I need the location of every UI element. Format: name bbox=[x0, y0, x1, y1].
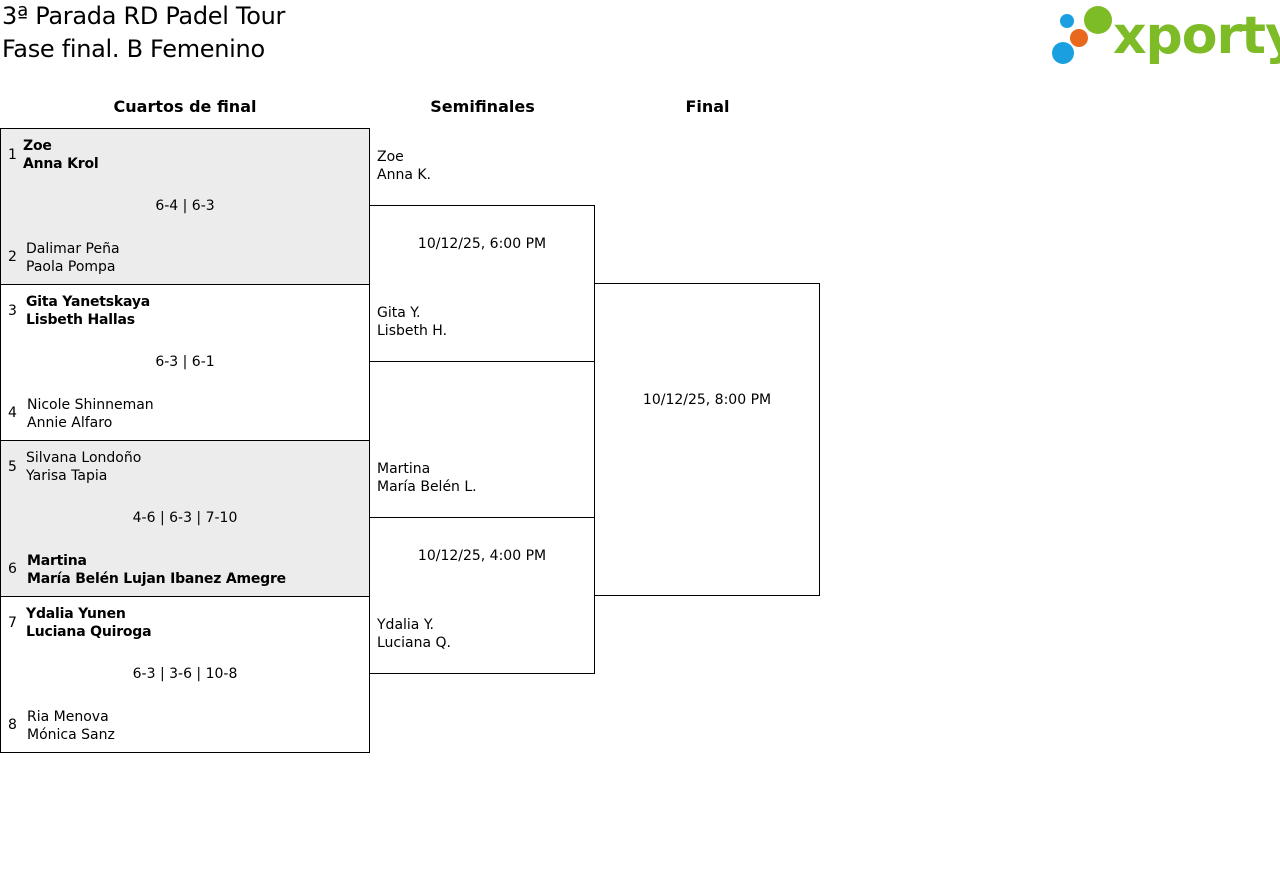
match-date: 10/12/25, 4:00 PM bbox=[417, 548, 547, 564]
player-name: Paola Pompa bbox=[26, 259, 116, 275]
team-winner[interactable]: Gita Yanetskaya Lisbeth Hallas bbox=[26, 293, 150, 329]
player-name: Gita Yanetskaya bbox=[26, 294, 150, 310]
player-name: Annie Alfaro bbox=[27, 415, 113, 431]
seed-number: 2 bbox=[8, 249, 17, 265]
team-winner[interactable]: Ydalia Yunen Luciana Quiroga bbox=[26, 605, 152, 641]
player-name: Lisbeth Hallas bbox=[26, 312, 135, 328]
seed-number: 3 bbox=[8, 303, 17, 319]
player-name: Martina bbox=[27, 553, 87, 569]
player-name: Ydalia Yunen bbox=[26, 606, 126, 622]
player-name: Gita Y. bbox=[377, 305, 421, 321]
player-name: Anna Krol bbox=[23, 156, 99, 172]
semifinal-team[interactable]: Zoe Anna K. bbox=[377, 148, 431, 184]
player-name: Mónica Sanz bbox=[27, 727, 115, 743]
player-name: Silvana Londoño bbox=[26, 450, 142, 466]
round-header-final: Final bbox=[685, 97, 730, 116]
player-name: Luciana Q. bbox=[377, 635, 451, 651]
logo-dot-orange bbox=[1070, 29, 1088, 47]
team-loser[interactable]: Silvana Londoño Yarisa Tapia bbox=[26, 449, 141, 485]
player-name: Dalimar Peña bbox=[26, 241, 120, 257]
logo-dot-blue-small bbox=[1060, 14, 1074, 28]
seed-number: 5 bbox=[8, 459, 17, 475]
match-score: 4-6 | 6-3 | 7-10 bbox=[132, 510, 238, 526]
team-loser[interactable]: Nicole Shinneman Annie Alfaro bbox=[27, 396, 154, 432]
player-name: Nicole Shinneman bbox=[27, 397, 154, 413]
seed-number: 4 bbox=[8, 405, 17, 421]
round-header-quarterfinals: Cuartos de final bbox=[113, 97, 257, 116]
quarterfinal-match-4[interactable]: 7 Ydalia Yunen Luciana Quiroga 6-3 | 3-6… bbox=[0, 596, 370, 753]
player-name: Yarisa Tapia bbox=[26, 468, 108, 484]
seed-number: 8 bbox=[8, 717, 17, 733]
tournament-subtitle: Fase final. B Femenino bbox=[2, 35, 265, 63]
player-name: Lisbeth H. bbox=[377, 323, 448, 339]
semifinal-team[interactable]: Ydalia Y. Luciana Q. bbox=[377, 616, 451, 652]
semifinal-team[interactable]: Gita Y. Lisbeth H. bbox=[377, 304, 447, 340]
logo-dot-blue-large bbox=[1052, 42, 1074, 64]
player-name: Zoe bbox=[377, 149, 404, 165]
quarterfinal-match-2[interactable]: 3 Gita Yanetskaya Lisbeth Hallas 6-3 | 6… bbox=[0, 284, 370, 441]
seed-number: 1 bbox=[8, 147, 17, 163]
match-date: 10/12/25, 8:00 PM bbox=[642, 392, 772, 408]
match-score: 6-3 | 3-6 | 10-8 bbox=[132, 666, 238, 682]
match-score: 6-3 | 6-1 bbox=[155, 354, 215, 370]
player-name: Ydalia Y. bbox=[377, 617, 434, 633]
player-name: María Belén L. bbox=[377, 479, 477, 495]
team-winner[interactable]: Zoe Anna Krol bbox=[23, 137, 99, 173]
quarterfinal-match-3[interactable]: 5 Silvana Londoño Yarisa Tapia 4-6 | 6-3… bbox=[0, 440, 370, 597]
seed-number: 7 bbox=[8, 615, 17, 631]
team-winner[interactable]: Martina María Belén Lujan Ibanez Amegre bbox=[27, 552, 286, 588]
tournament-title: 3ª Parada RD Padel Tour bbox=[2, 2, 286, 30]
match-date: 10/12/25, 6:00 PM bbox=[417, 236, 547, 252]
player-name: Zoe bbox=[23, 138, 52, 154]
logo-text: xporty bbox=[1113, 6, 1280, 66]
final-match[interactable] bbox=[594, 283, 820, 596]
round-header-semifinals: Semifinales bbox=[430, 97, 535, 116]
player-name: Luciana Quiroga bbox=[26, 624, 152, 640]
semifinal-team[interactable]: Martina María Belén L. bbox=[377, 460, 477, 496]
team-loser[interactable]: Dalimar Peña Paola Pompa bbox=[26, 240, 120, 276]
xporty-logo[interactable]: xporty bbox=[1050, 4, 1280, 66]
seed-number: 6 bbox=[8, 561, 17, 577]
match-score: 6-4 | 6-3 bbox=[155, 198, 215, 214]
player-name: Anna K. bbox=[377, 167, 431, 183]
quarterfinal-match-1[interactable]: 1 Zoe Anna Krol 6-4 | 6-3 2 Dalimar Peña… bbox=[0, 128, 370, 285]
team-loser[interactable]: Ria Menova Mónica Sanz bbox=[27, 708, 115, 744]
player-name: María Belén Lujan Ibanez Amegre bbox=[27, 571, 286, 587]
logo-dot-green bbox=[1084, 6, 1112, 34]
player-name: Ria Menova bbox=[27, 709, 109, 725]
player-name: Martina bbox=[377, 461, 431, 477]
